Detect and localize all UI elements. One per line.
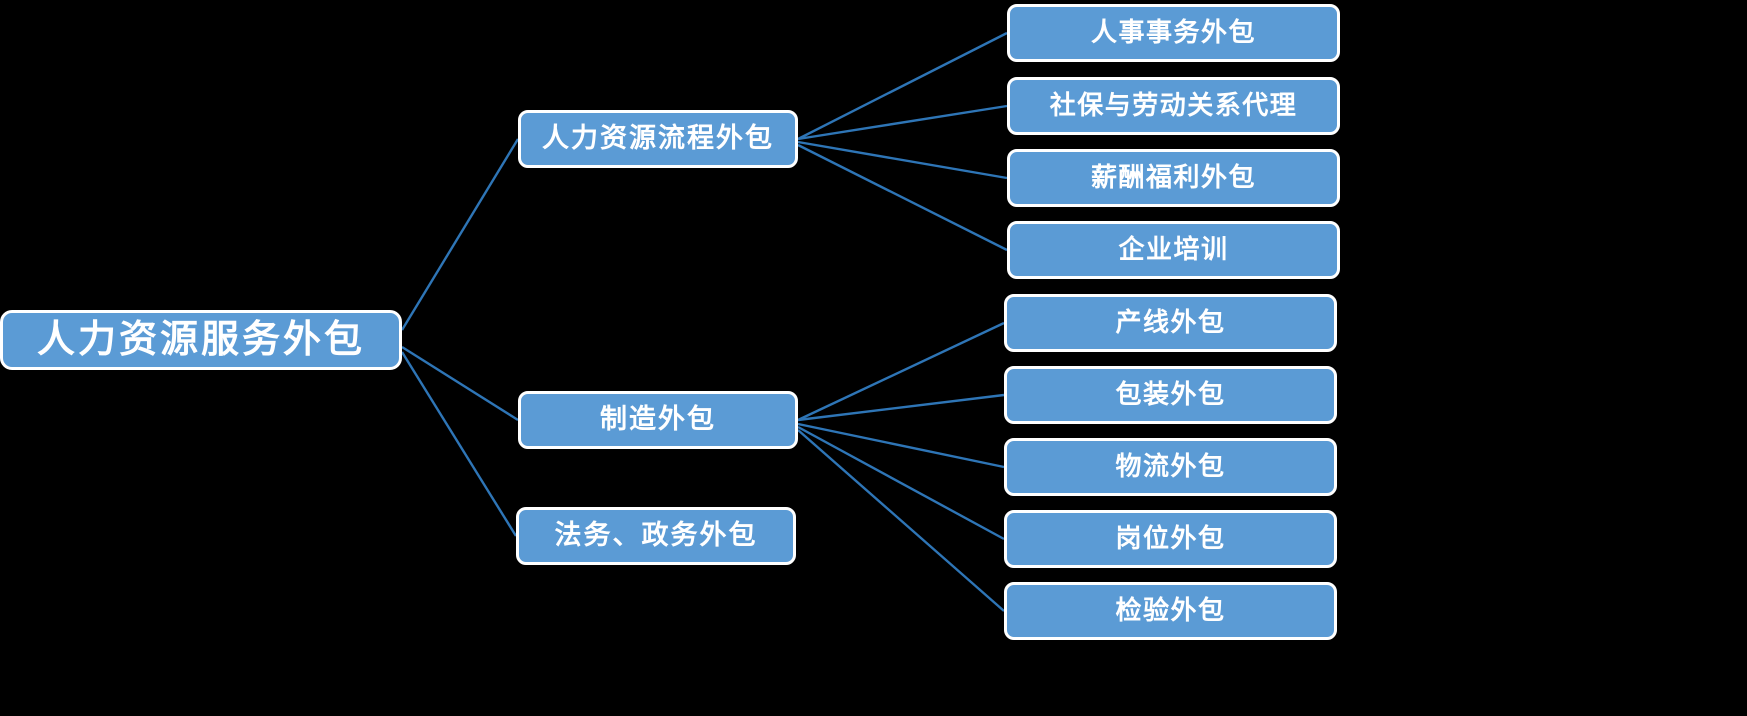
node-label: 法务、政务外包 [554, 520, 758, 552]
node-label: 社保与劳动关系代理 [1049, 90, 1298, 121]
connector-line [400, 351, 518, 537]
node-label: 薪酬福利外包 [1090, 162, 1256, 193]
node-label: 制造外包 [600, 404, 716, 436]
node-leaf-social-insurance-labor-relations[interactable]: 社保与劳动关系代理 [1007, 77, 1340, 135]
connector-line [400, 138, 520, 331]
connector-line [797, 393, 1005, 422]
node-leaf-compensation-benefits[interactable]: 薪酬福利外包 [1007, 149, 1340, 207]
node-label: 人力资源流程外包 [542, 123, 774, 155]
connector-line [797, 140, 1008, 180]
node-leaf-logistics[interactable]: 物流外包 [1004, 438, 1337, 496]
node-branch-hr-process[interactable]: 人力资源流程外包 [518, 110, 798, 168]
node-leaf-post-staffing[interactable]: 岗位外包 [1004, 510, 1337, 568]
node-label: 企业培训 [1118, 234, 1229, 265]
connector-line [797, 422, 1005, 469]
connector-line [797, 143, 1008, 252]
node-label: 岗位外包 [1115, 523, 1226, 554]
connector-line [401, 345, 519, 422]
node-leaf-personnel-affairs[interactable]: 人事事务外包 [1007, 4, 1340, 62]
connector-line [797, 425, 1005, 541]
connector-line [797, 31, 1008, 141]
connector-line [797, 321, 1005, 422]
node-leaf-inspection[interactable]: 检验外包 [1004, 582, 1337, 640]
node-label: 包装外包 [1115, 379, 1226, 410]
node-branch-manufacturing[interactable]: 制造外包 [518, 391, 798, 449]
connector-line [797, 429, 1005, 612]
node-label: 物流外包 [1115, 451, 1226, 482]
node-root[interactable]: 人力资源服务外包 [0, 310, 402, 370]
node-label: 检验外包 [1115, 595, 1226, 626]
node-leaf-packaging[interactable]: 包装外包 [1004, 366, 1337, 424]
node-label: 产线外包 [1115, 307, 1226, 338]
node-label: 人力资源服务外包 [36, 317, 365, 362]
node-leaf-production-line[interactable]: 产线外包 [1004, 294, 1337, 352]
connector-line [797, 104, 1008, 141]
node-leaf-corporate-training[interactable]: 企业培训 [1007, 221, 1340, 279]
node-branch-legal-government[interactable]: 法务、政务外包 [516, 507, 796, 565]
node-label: 人事事务外包 [1090, 17, 1256, 48]
